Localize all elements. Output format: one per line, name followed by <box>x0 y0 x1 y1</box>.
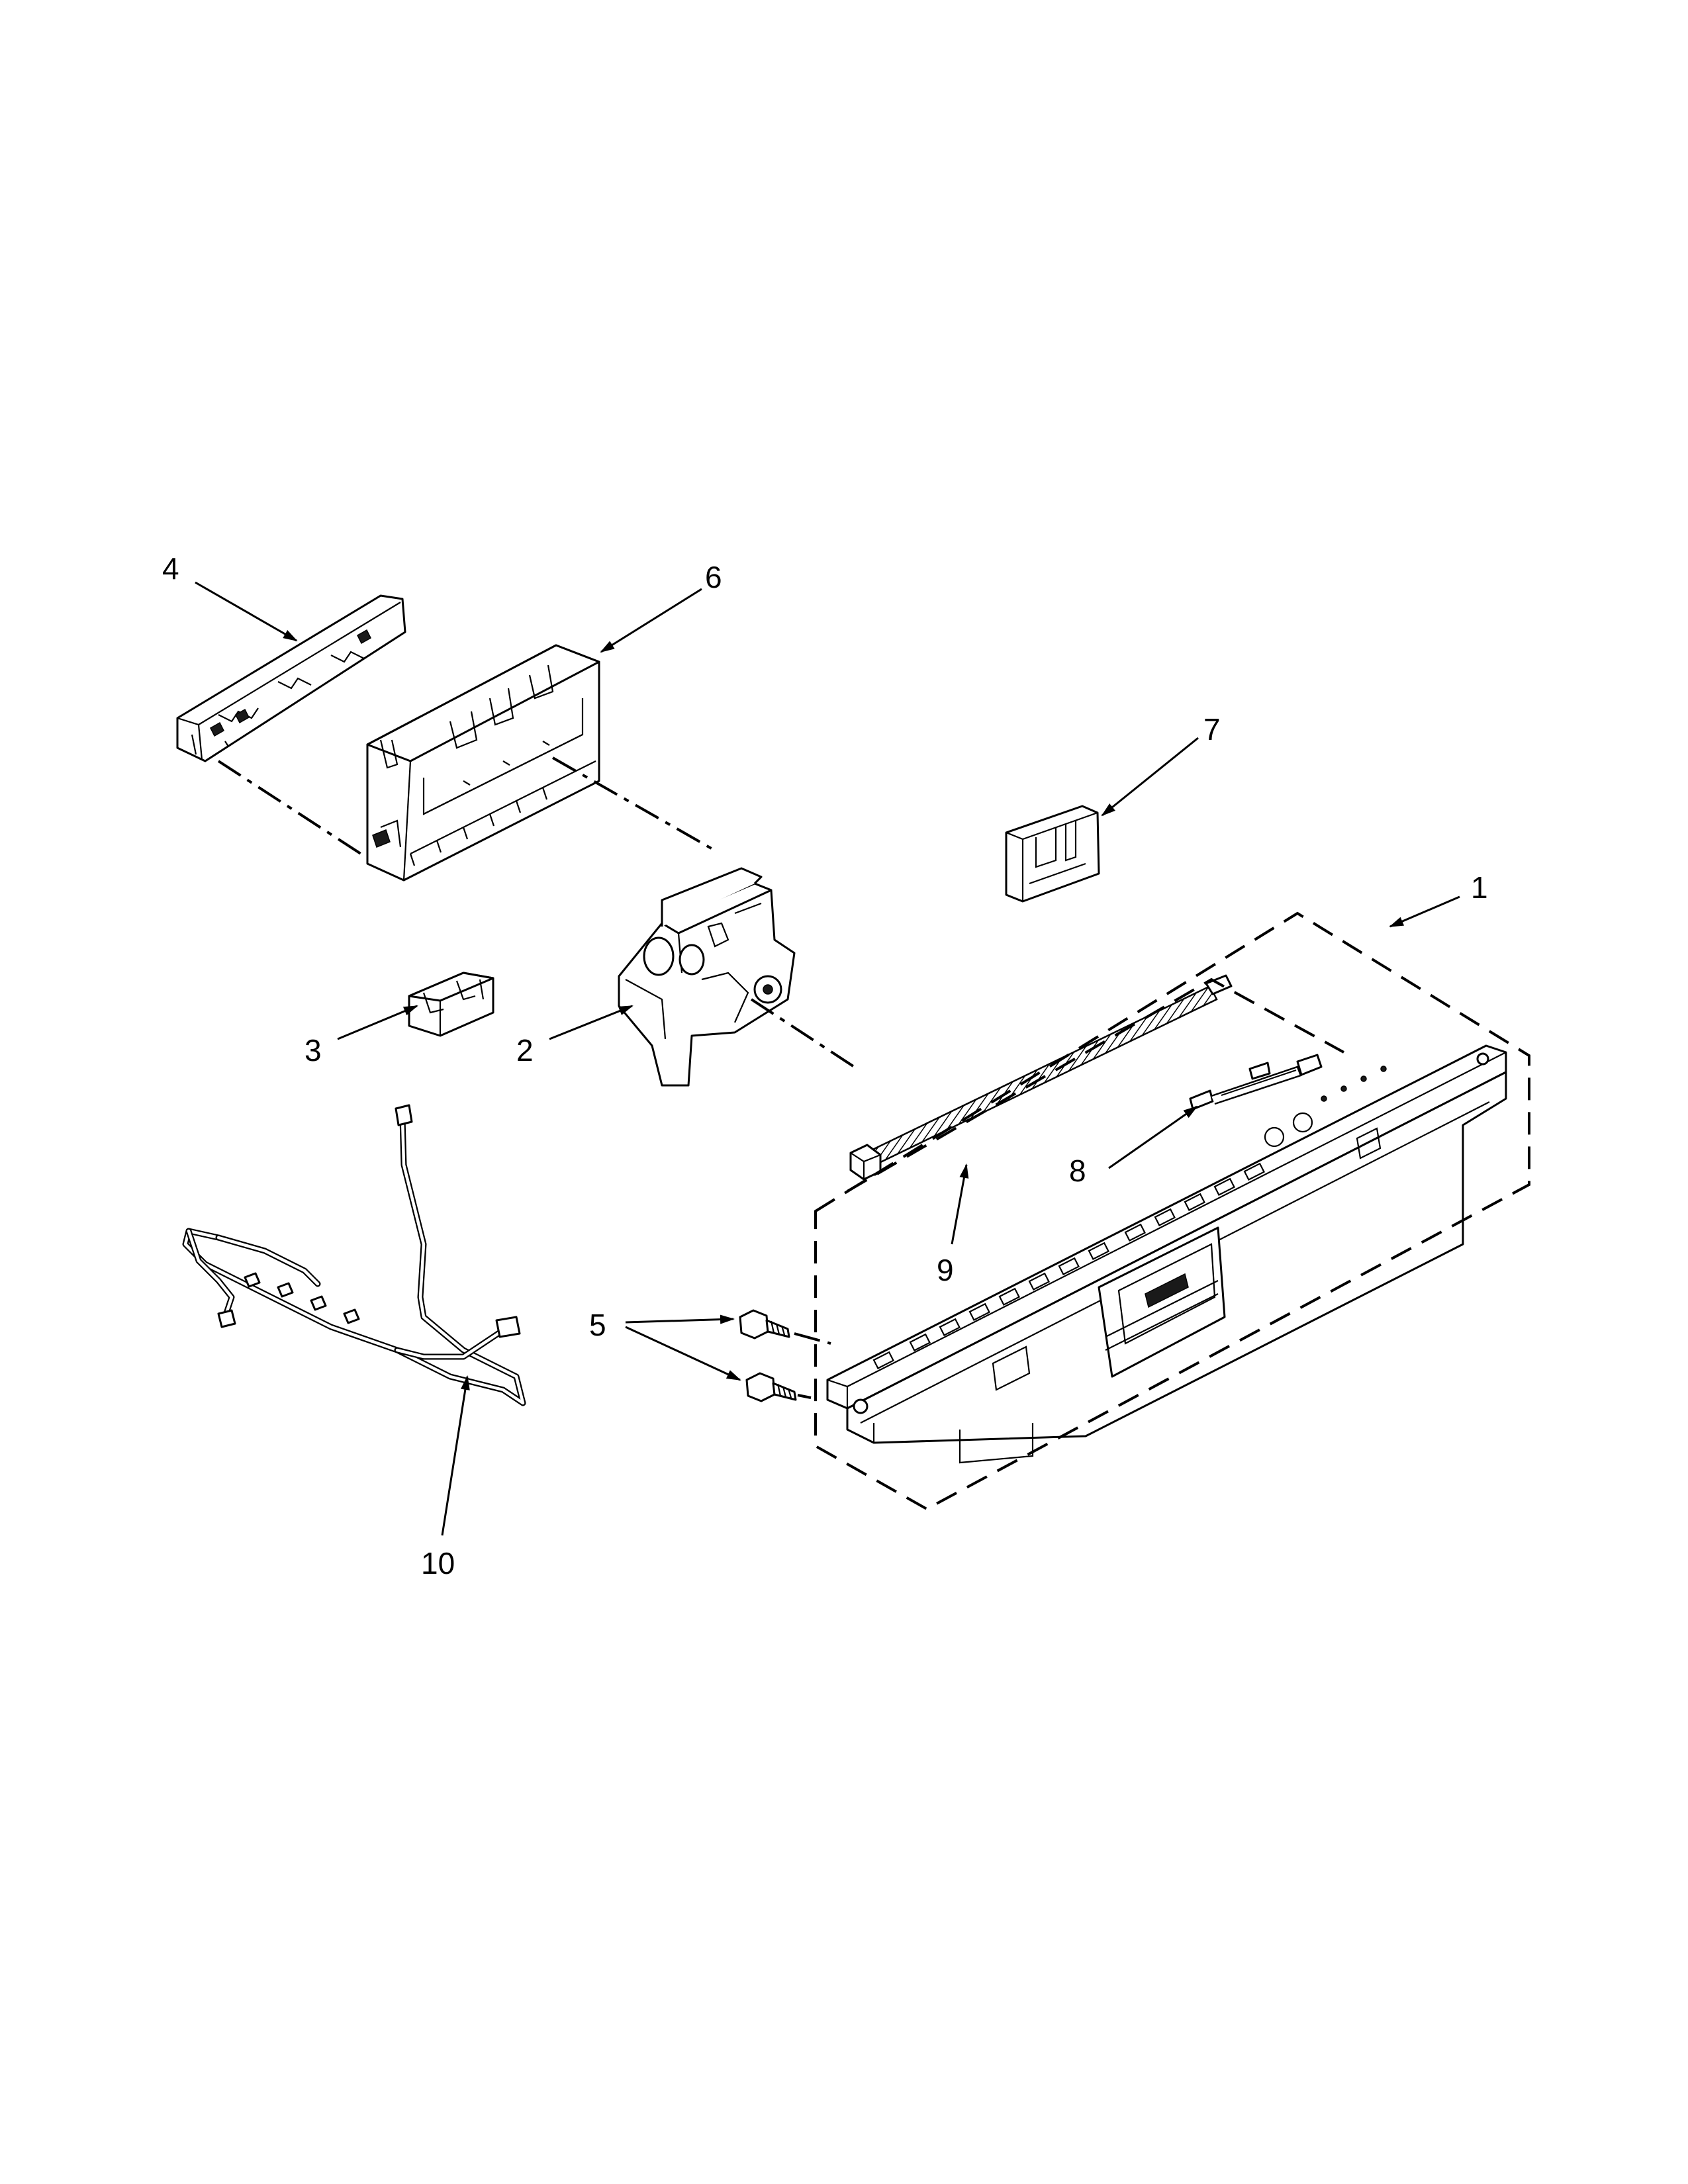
part-1-console <box>826 1044 1507 1464</box>
callout-7: 7 <box>1203 712 1221 747</box>
callout-6: 6 <box>705 560 722 594</box>
callout-labels: 4 6 7 1 3 2 8 9 5 10 <box>162 551 1488 1580</box>
part-8-harness <box>1189 1054 1323 1111</box>
callout-4: 4 <box>162 551 179 586</box>
part-5-screw-upper <box>739 1309 790 1340</box>
callout-1: 1 <box>1471 870 1488 905</box>
part-5-screw-lower <box>745 1372 797 1402</box>
part-6-control-housing <box>366 644 600 882</box>
part-4-bracket <box>176 594 406 762</box>
leader-lines <box>195 581 1460 1536</box>
callout-9: 9 <box>937 1253 954 1287</box>
callout-2: 2 <box>516 1033 534 1068</box>
alignment-lines <box>217 756 859 1399</box>
part-7-plate <box>1005 805 1100 903</box>
part-3-clip <box>408 972 494 1037</box>
callout-3: 3 <box>305 1033 322 1068</box>
callout-8: 8 <box>1069 1154 1086 1188</box>
callout-10: 10 <box>421 1546 455 1580</box>
assembly-enclosure <box>814 911 1530 1511</box>
part-10-wire-harness <box>182 1104 526 1406</box>
callout-5: 5 <box>589 1308 606 1342</box>
part-2-diverter-assembly <box>618 867 796 1087</box>
part-9-ribbon-cable <box>849 974 1233 1181</box>
